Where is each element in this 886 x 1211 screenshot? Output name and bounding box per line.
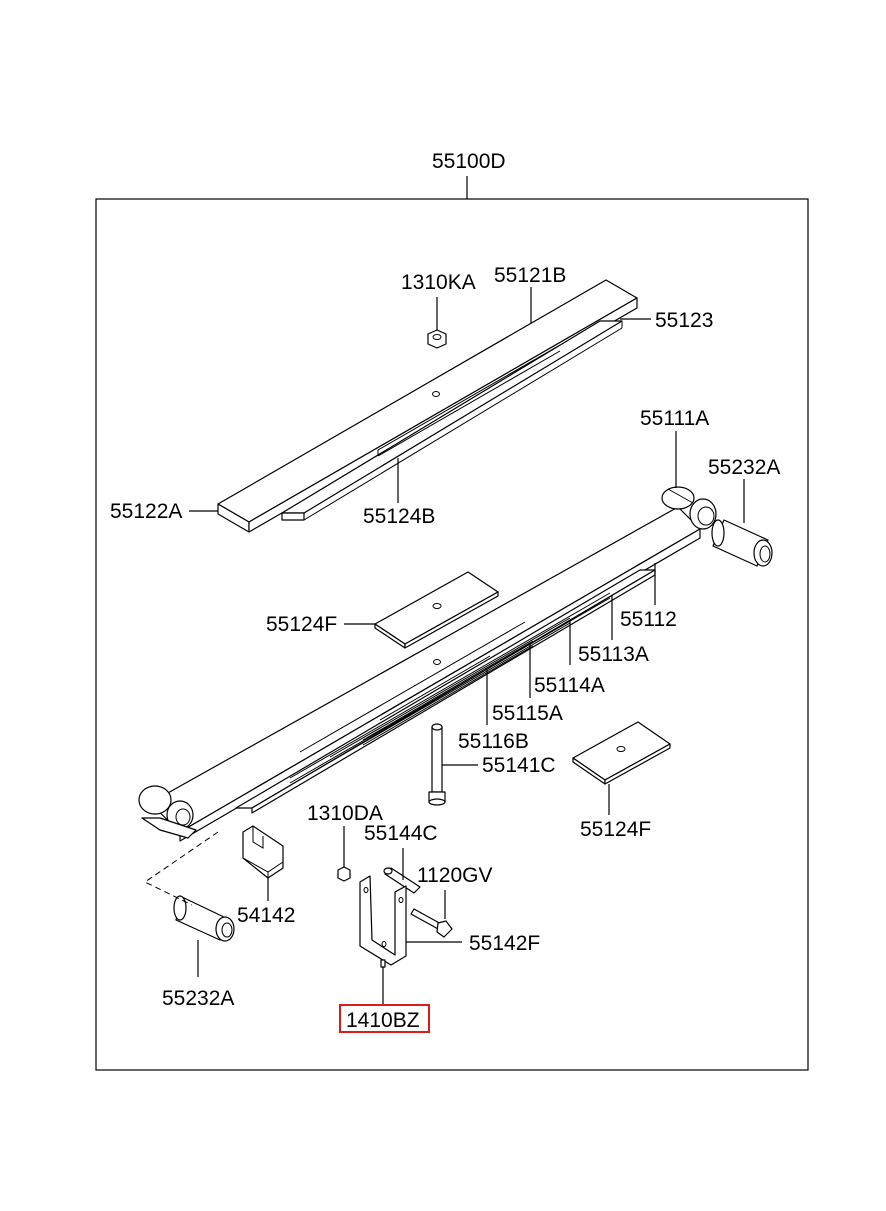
center-bolt: [428, 723, 446, 806]
bushing-right: [711, 519, 773, 567]
part-label-helper-end: 55123: [655, 309, 713, 332]
part-label-rivet-highlighted[interactable]: 1410BZ: [346, 1009, 420, 1032]
part-label-leaf-3: 55113A: [578, 643, 649, 666]
part-label-leaf-5: 55115A: [492, 702, 563, 725]
part-label-helper-main: 55121B: [494, 264, 566, 287]
part-label-bushing-left: 55232A: [162, 987, 234, 1010]
u-clip: [359, 875, 407, 966]
part-label-main-leaf: 55111A: [640, 407, 709, 430]
pad-right: [572, 721, 671, 785]
part-label-leaf-2: 55112: [620, 608, 677, 631]
helper-spring: [217, 279, 638, 533]
part-label-nut-bottom: 1310DA: [307, 802, 383, 825]
part-label-center-bolt: 55141C: [482, 754, 556, 777]
part-label-leaf-4: 55114A: [534, 674, 605, 697]
part-label-pad-right: 55124F: [580, 818, 651, 841]
main-spring: [138, 486, 717, 842]
part-label-bolt: 1120GV: [417, 864, 493, 887]
part-label-pad-left: 55124F: [266, 613, 337, 636]
clip-bracket: [242, 825, 284, 879]
part-label-clip: 55142F: [469, 932, 540, 955]
bolt: [410, 908, 453, 938]
highlight-box: [339, 1004, 430, 1033]
part-label-helper-lower: 55124B: [363, 505, 435, 528]
nut-bottom-icon: [337, 866, 351, 882]
nut-icon: [427, 329, 447, 349]
part-label-nut-top: 1310KA: [401, 271, 476, 294]
rivet: [380, 959, 386, 968]
part-label-leaf-6: 55116B: [458, 730, 529, 753]
assembly-frame: [95, 198, 809, 1071]
part-label-clip-bracket: 54142: [237, 904, 295, 927]
part-label-clip-pin: 55144C: [364, 822, 438, 845]
pad-left: [374, 571, 499, 649]
bushing-left: [173, 895, 235, 942]
leader-lines: [189, 287, 745, 1005]
assembly-label: 55100D: [432, 150, 506, 173]
part-label-bushing-right: 55232A: [708, 456, 780, 479]
part-label-helper-end-left: 55122A: [110, 500, 182, 523]
